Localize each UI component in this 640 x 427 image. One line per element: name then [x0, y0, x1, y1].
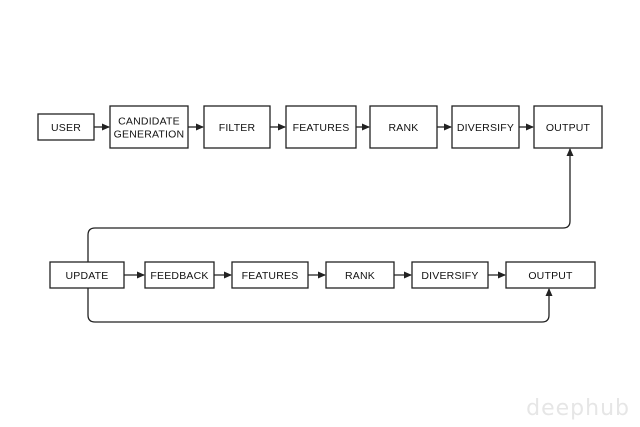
edge-update-to-output-2: [87, 288, 553, 323]
node-box: [411, 261, 489, 289]
node-update: UPDATE: [49, 261, 125, 289]
node-box: [451, 105, 520, 149]
node-box: [285, 105, 357, 149]
edges-layer: [87, 123, 574, 323]
node-label: DIVERSIFY: [457, 122, 514, 134]
node-box: [144, 261, 215, 289]
node-feedback: FEEDBACK: [144, 261, 215, 289]
node-rank-2: RANK: [325, 261, 395, 289]
node-diversify-2: DIVERSIFY: [411, 261, 489, 289]
node-filter: FILTER: [203, 105, 271, 149]
node-diversify-1: DIVERSIFY: [451, 105, 520, 149]
node-label: FEEDBACK: [150, 270, 208, 282]
node-label: RANK: [345, 270, 375, 282]
node-label: OUTPUT: [546, 122, 591, 134]
node-output-2: OUTPUT: [505, 261, 596, 289]
node-label: CANDIDATE: [118, 115, 180, 127]
node-label: OUTPUT: [528, 270, 573, 282]
node-box: [325, 261, 395, 289]
node-rank-1: RANK: [369, 105, 438, 149]
node-label: USER: [51, 122, 81, 134]
node-box: [49, 261, 125, 289]
node-label: FILTER: [219, 122, 256, 134]
node-output-1: OUTPUT: [533, 105, 603, 149]
node-label: FEATURES: [242, 270, 299, 282]
node-features-1: FEATURES: [285, 105, 357, 149]
watermark: deephub: [526, 396, 630, 421]
edge-output-1-to-update: [87, 148, 574, 262]
node-user: USER: [37, 113, 95, 141]
node-box: [369, 105, 438, 149]
node-label: FEATURES: [293, 122, 350, 134]
node-box: [505, 261, 596, 289]
node-label: UPDATE: [65, 270, 108, 282]
node-features-2: FEATURES: [231, 261, 309, 289]
node-box: [231, 261, 309, 289]
node-label: RANK: [389, 122, 419, 134]
node-label: DIVERSIFY: [421, 270, 478, 282]
node-box: [109, 105, 189, 149]
node-box: [37, 113, 95, 141]
node-box: [203, 105, 271, 149]
node-box: [533, 105, 603, 149]
node-label: GENERATION: [114, 128, 185, 140]
